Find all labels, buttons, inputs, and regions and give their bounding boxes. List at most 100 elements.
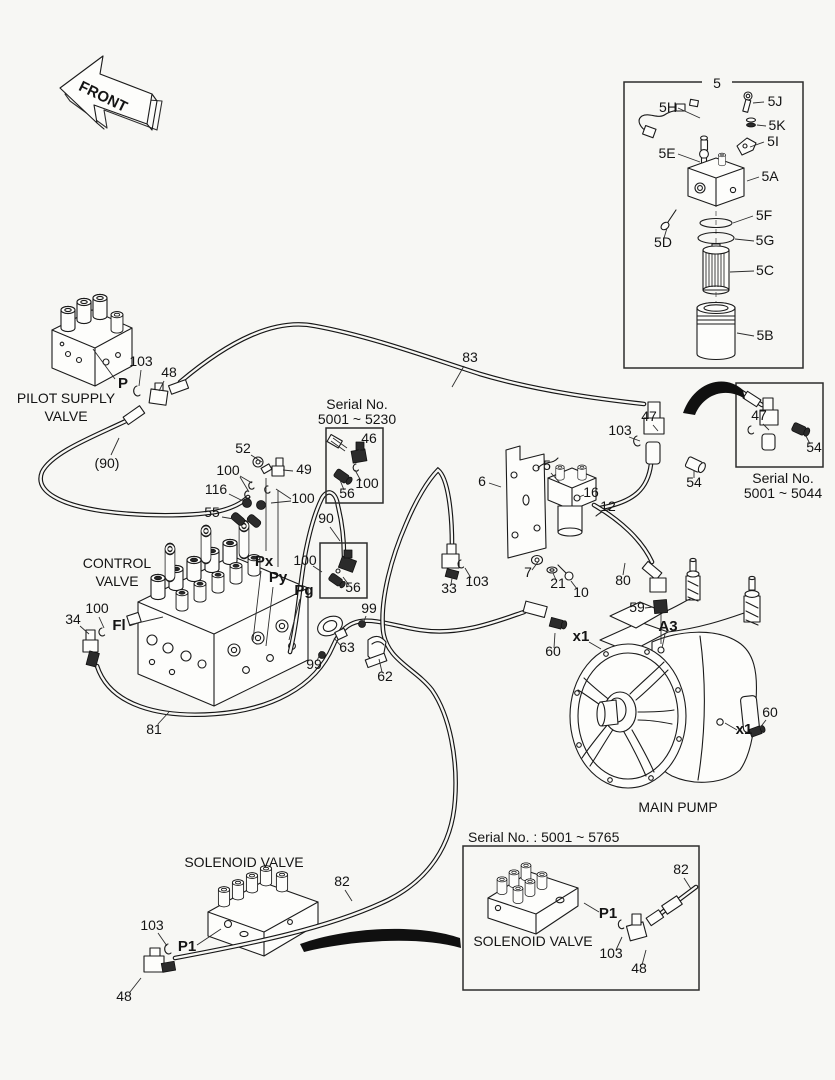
leader-line bbox=[239, 476, 250, 493]
label-103: 103 bbox=[599, 945, 623, 961]
leader-line bbox=[250, 454, 263, 463]
valve-body-5a bbox=[687, 152, 745, 207]
label-90: (90) bbox=[95, 455, 120, 471]
leader-line bbox=[752, 101, 765, 104]
label-55: 55 bbox=[204, 504, 220, 520]
label-99: 99 bbox=[361, 600, 377, 616]
leader-line bbox=[583, 902, 600, 913]
leader-line bbox=[550, 472, 561, 484]
leader-line bbox=[736, 332, 755, 337]
fitting-116 bbox=[242, 498, 252, 508]
port-line-px bbox=[252, 478, 267, 641]
label-21: 21 bbox=[550, 575, 566, 591]
leader-line bbox=[553, 632, 556, 649]
leader-line bbox=[578, 494, 585, 498]
label-100: 100 bbox=[293, 552, 317, 568]
main-pump bbox=[569, 557, 761, 789]
leader-line bbox=[110, 437, 120, 456]
label-48: 48 bbox=[161, 364, 177, 380]
banjo-52 bbox=[252, 456, 264, 468]
leader-line bbox=[342, 576, 350, 586]
leader-line bbox=[275, 488, 292, 500]
label-33: 33 bbox=[441, 580, 457, 596]
grommet-7 bbox=[530, 554, 544, 566]
label-pg: Pg bbox=[294, 582, 313, 599]
filter-bowl-5b bbox=[696, 301, 736, 361]
label-serial-no: Serial No. bbox=[752, 470, 813, 486]
leader-line bbox=[596, 511, 603, 516]
reference-arrow-to-5765-box bbox=[300, 928, 461, 952]
o-ring-100 bbox=[98, 627, 106, 637]
leader-line bbox=[552, 572, 557, 581]
leader-line bbox=[157, 932, 168, 947]
leader-line bbox=[333, 637, 342, 647]
leader-line bbox=[378, 658, 383, 673]
reference-arrow-to-5044-box bbox=[683, 381, 745, 415]
leader-line bbox=[288, 598, 301, 641]
label-5b: 5B bbox=[756, 327, 773, 343]
label-serial-no-5001-5765: Serial No. : 5001 ~ 5765 bbox=[468, 829, 620, 845]
plug-56 bbox=[333, 468, 353, 485]
leader-line bbox=[451, 365, 465, 388]
elbow-fitting bbox=[337, 549, 357, 573]
label-100: 100 bbox=[216, 462, 240, 478]
leader-line bbox=[98, 616, 105, 629]
washer-21 bbox=[546, 566, 558, 574]
label-5: 5 bbox=[713, 75, 721, 91]
leader-line bbox=[570, 580, 578, 590]
label-valve: VALVE bbox=[95, 573, 138, 589]
clamp-63 bbox=[317, 615, 348, 659]
label-48: 48 bbox=[116, 988, 132, 1004]
elbow-48-pilot bbox=[122, 379, 190, 426]
leader-line bbox=[805, 435, 811, 445]
leader-line bbox=[615, 936, 623, 951]
o-ring-103 bbox=[164, 943, 172, 955]
label-46: 46 bbox=[361, 430, 377, 446]
label-103: 103 bbox=[140, 917, 164, 933]
o-ring-100 bbox=[352, 463, 359, 472]
leader-line bbox=[228, 493, 244, 502]
leader-line bbox=[746, 176, 760, 182]
union-and-plug-60-left bbox=[522, 600, 568, 630]
connector-16 bbox=[573, 494, 581, 502]
label-47: 47 bbox=[751, 407, 767, 423]
leader-line bbox=[138, 369, 142, 387]
leader-line bbox=[531, 561, 539, 571]
label-83: 83 bbox=[462, 349, 478, 365]
elbow-47-detail bbox=[759, 397, 779, 451]
label-5c: 5C bbox=[756, 262, 774, 278]
label-5d: 5D bbox=[654, 234, 672, 250]
label-81: 81 bbox=[146, 721, 162, 737]
label-control: CONTROL bbox=[83, 555, 152, 571]
control-valve bbox=[126, 519, 309, 707]
leader-line bbox=[196, 928, 222, 946]
plug-54 bbox=[684, 456, 706, 474]
label-54: 54 bbox=[686, 474, 702, 490]
leader-line bbox=[239, 475, 253, 484]
o-ring-103 bbox=[133, 385, 141, 397]
leader-line bbox=[355, 446, 364, 454]
label-100: 100 bbox=[85, 600, 109, 616]
label-63: 63 bbox=[339, 639, 355, 655]
leader-line bbox=[158, 380, 165, 392]
leader-line bbox=[732, 215, 754, 224]
bolt-10 bbox=[557, 564, 574, 581]
label-60: 60 bbox=[545, 643, 561, 659]
leader-line bbox=[282, 469, 294, 472]
label-5e: 5E bbox=[658, 145, 675, 161]
leader-line bbox=[361, 615, 367, 627]
label-valve: VALVE bbox=[44, 408, 87, 424]
plug-54-detail bbox=[791, 422, 811, 437]
serial-box-5230 bbox=[325, 427, 384, 504]
leader-line bbox=[221, 516, 235, 520]
label-x1: x1 bbox=[573, 628, 590, 645]
port-x1-right bbox=[716, 718, 724, 726]
port-line-py bbox=[265, 490, 279, 647]
filter-element-5c bbox=[702, 243, 730, 295]
port-p1 bbox=[223, 919, 233, 929]
label-12: 12 bbox=[600, 498, 616, 514]
clamp-62 bbox=[358, 620, 388, 669]
elbow-48-detail bbox=[625, 913, 648, 942]
o-ring-103 bbox=[633, 435, 641, 447]
